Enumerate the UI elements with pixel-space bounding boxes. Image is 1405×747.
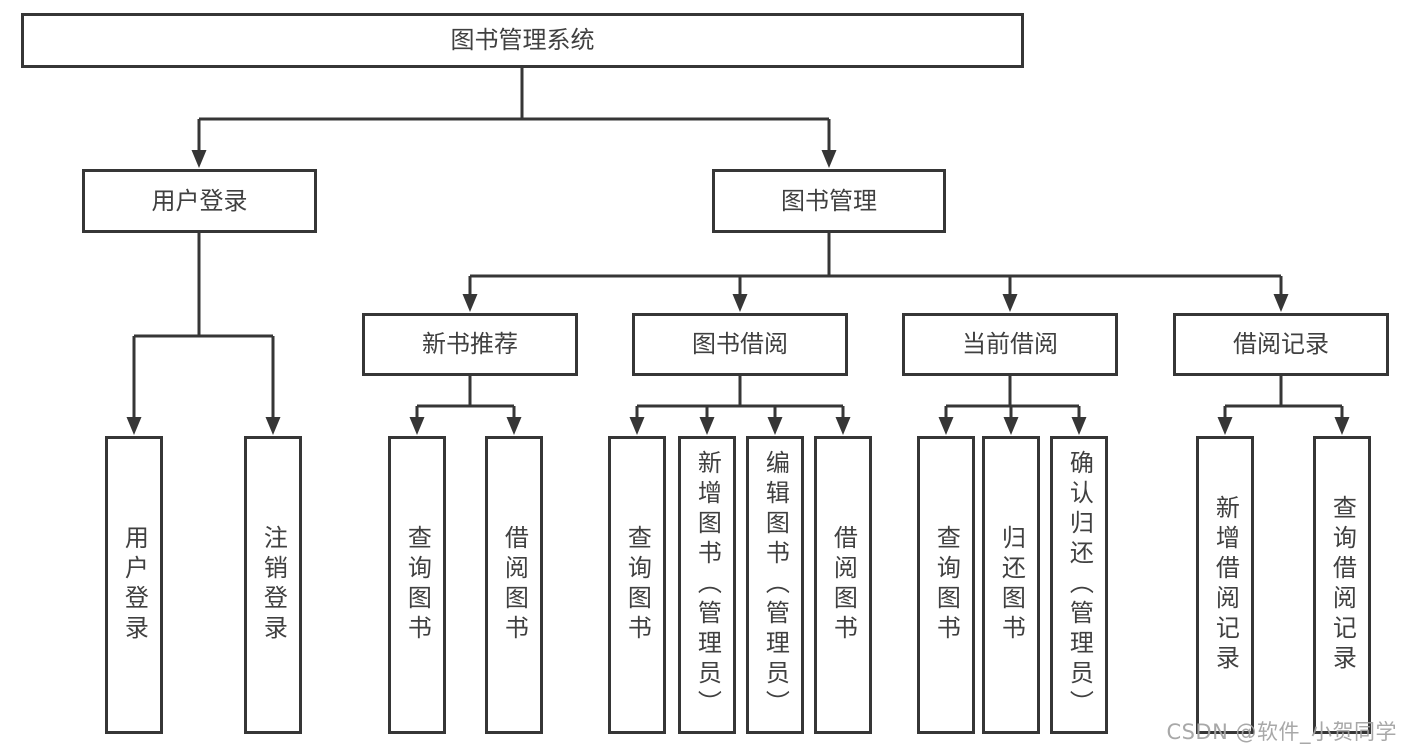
node-user-login-group: 用户登录 bbox=[82, 169, 317, 233]
leaf-bb-borrow-books: 借阅图书 bbox=[814, 436, 872, 734]
node-book-management: 图书管理 bbox=[712, 169, 946, 233]
node-book-management-label: 图书管理 bbox=[781, 186, 877, 215]
leaf-nbr-query-books: 查询图书 bbox=[388, 436, 446, 734]
node-borrowing-records: 借阅记录 bbox=[1173, 313, 1389, 376]
leaf-logout: 注销登录 bbox=[244, 436, 302, 734]
leaf-nbr-query-books-label: 查询图书 bbox=[403, 525, 432, 645]
leaf-user-login: 用户登录 bbox=[105, 436, 163, 734]
node-root: 图书管理系统 bbox=[21, 13, 1024, 68]
leaf-br-add-borrow-record-label: 新增借阅记录 bbox=[1211, 495, 1240, 675]
leaf-cb-return-books-label: 归还图书 bbox=[997, 525, 1026, 645]
node-root-label: 图书管理系统 bbox=[450, 26, 595, 55]
node-current-borrowing-label: 当前借阅 bbox=[962, 330, 1058, 359]
leaf-bb-add-books-admin: 新增图书（管理员） bbox=[678, 436, 736, 734]
arrow-shafts bbox=[132, 119, 1344, 418]
leaf-nbr-borrow-books-label: 借阅图书 bbox=[500, 525, 529, 645]
leaf-cb-query-books: 查询图书 bbox=[917, 436, 975, 734]
leaf-bb-query-books: 查询图书 bbox=[608, 436, 666, 734]
leaf-bb-query-books-label: 查询图书 bbox=[623, 525, 652, 645]
leaf-bb-edit-books-admin: 编辑图书（管理员） bbox=[746, 436, 804, 734]
leaf-br-add-borrow-record: 新增借阅记录 bbox=[1196, 436, 1254, 734]
node-new-book-recommend: 新书推荐 bbox=[362, 313, 578, 376]
leaf-bb-borrow-books-label: 借阅图书 bbox=[829, 525, 858, 645]
node-borrowing-records-label: 借阅记录 bbox=[1233, 330, 1329, 359]
leaf-bb-edit-books-admin-label: 编辑图书（管理员） bbox=[761, 450, 790, 720]
leaf-cb-return-books: 归还图书 bbox=[982, 436, 1040, 734]
leaf-cb-confirm-return-admin: 确认归还（管理员） bbox=[1050, 436, 1108, 734]
node-new-book-recommend-label: 新书推荐 bbox=[422, 330, 518, 359]
leaf-user-login-label: 用户登录 bbox=[120, 525, 149, 645]
branch-rails bbox=[134, 68, 1342, 408]
leaf-logout-label: 注销登录 bbox=[259, 525, 288, 645]
leaf-cb-query-books-label: 查询图书 bbox=[932, 525, 961, 645]
node-user-login-group-label: 用户登录 bbox=[151, 186, 248, 215]
leaf-bb-add-books-admin-label: 新增图书（管理员） bbox=[693, 450, 722, 720]
leaf-br-query-borrow-record-label: 查询借阅记录 bbox=[1328, 495, 1357, 675]
node-current-borrowing: 当前借阅 bbox=[902, 313, 1118, 376]
watermark: CSDN @软件_小贺同学 bbox=[1166, 720, 1397, 744]
leaf-br-query-borrow-record: 查询借阅记录 bbox=[1313, 436, 1371, 734]
leaf-nbr-borrow-books: 借阅图书 bbox=[485, 436, 543, 734]
leaf-cb-confirm-return-admin-label: 确认归还（管理员） bbox=[1065, 450, 1094, 720]
node-book-borrowing-label: 图书借阅 bbox=[692, 330, 788, 359]
node-book-borrowing: 图书借阅 bbox=[632, 313, 848, 376]
